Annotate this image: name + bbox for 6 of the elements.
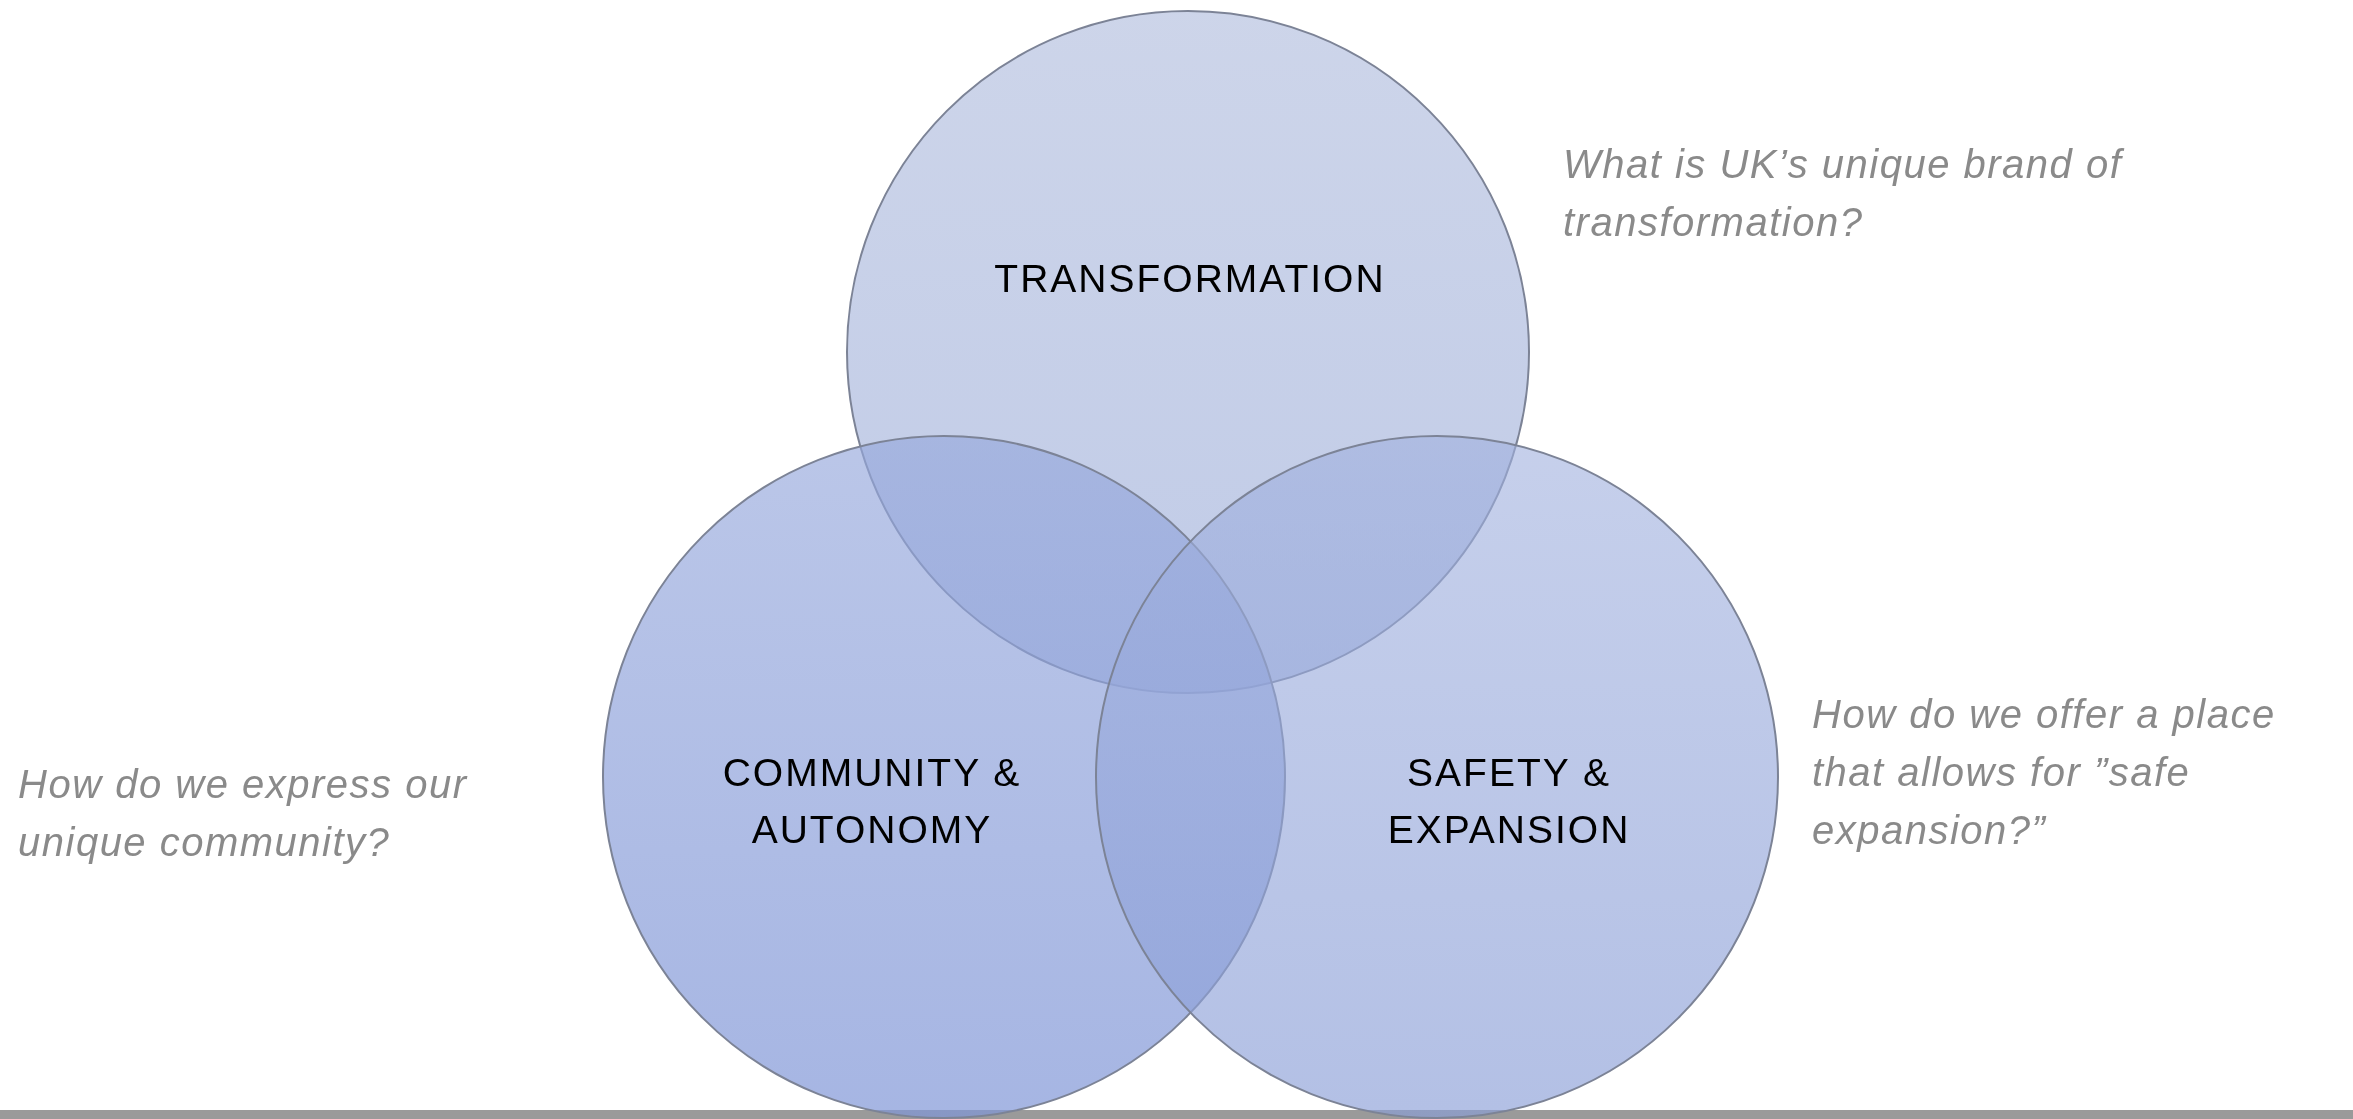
circle-label: TRANSFORMATION bbox=[993, 255, 1387, 302]
question-text: How do we express our unique community? bbox=[18, 761, 469, 866]
circle-label: COMMUNITY & AUTONOMY bbox=[722, 750, 1022, 853]
circle-label: SAFETY & EXPANSION bbox=[1386, 750, 1632, 853]
question-text: What is UK’s unique brand of transformation? bbox=[1563, 141, 2123, 246]
question-text: How do we offer a place that allows for ”safe expansion?” bbox=[1812, 691, 2277, 854]
